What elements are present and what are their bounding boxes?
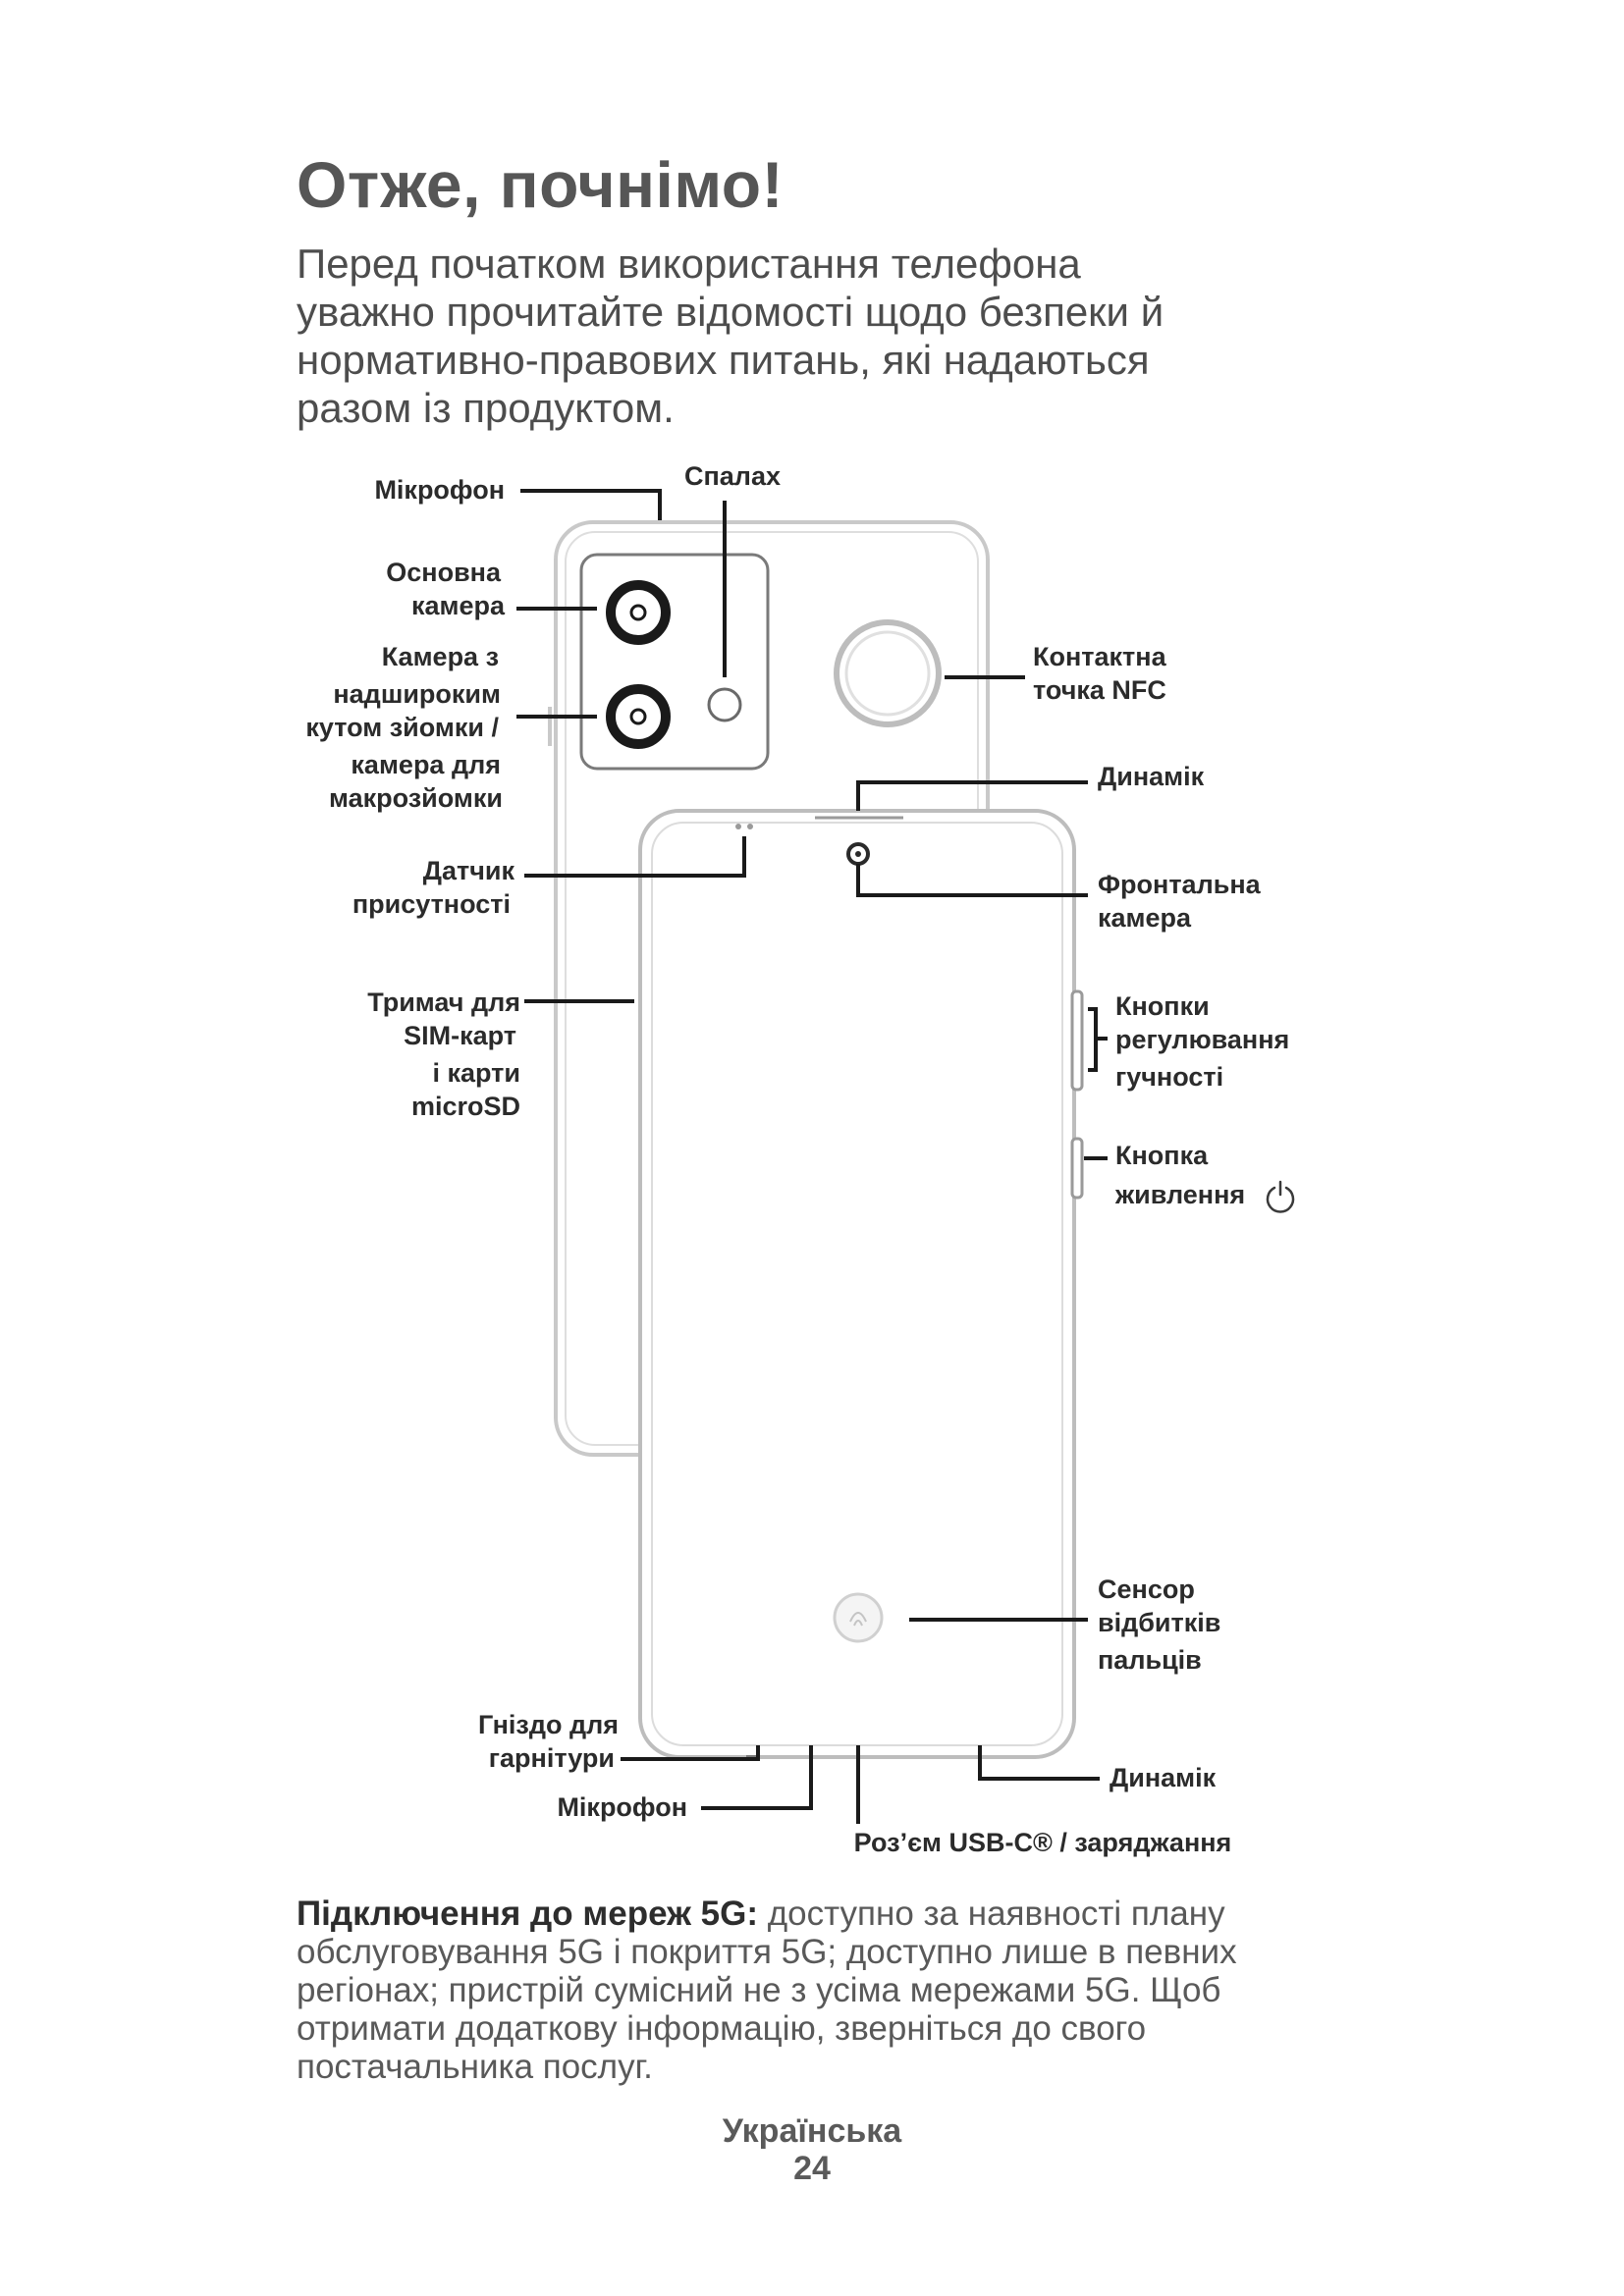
label-ultrawide-camera: кутом зйомки / xyxy=(305,713,499,742)
label-nfc: точка NFC xyxy=(1033,675,1166,705)
label-sim-tray: і карти xyxy=(433,1058,521,1088)
intro-line: Перед початком використання телефона xyxy=(297,240,1081,287)
intro-line: нормативно-правових питань, які надаютьс… xyxy=(297,337,1150,383)
label-nfc: Контактна xyxy=(1033,642,1167,671)
label-usb-port: Роз’єм USB-C® / заряджання xyxy=(854,1828,1232,1857)
label-main-camera: Основна xyxy=(386,558,502,587)
label-proximity-sensor: присутності xyxy=(352,889,511,919)
label-front-camera: камера xyxy=(1098,903,1192,933)
label-ultrawide-camera: макрозйомки xyxy=(329,783,503,813)
5g-note-text: доступно за наявності плану обслуговуван… xyxy=(297,1895,1237,2086)
power-key xyxy=(1070,1137,1084,1200)
intro-line: разом із продуктом. xyxy=(297,385,675,431)
label-sim-tray: Тримач для xyxy=(367,988,520,1017)
label-volume-buttons: регулювання xyxy=(1115,1025,1289,1054)
label-volume-buttons: Кнопки xyxy=(1115,991,1210,1021)
camera-module xyxy=(579,553,770,771)
label-fingerprint-sensor: відбитків xyxy=(1098,1608,1220,1637)
label-headset-jack: Гніздо для xyxy=(478,1710,619,1739)
label-microphone-bottom: Мікрофон xyxy=(557,1792,687,1822)
page-number: 24 xyxy=(793,2150,831,2187)
label-fingerprint-sensor: Сенсор xyxy=(1098,1575,1195,1604)
flash-led xyxy=(707,687,742,722)
power-icon xyxy=(1266,1180,1295,1213)
label-main-camera: камера xyxy=(411,591,506,620)
intro-line: уважно прочитайте відомості щодо безпеки… xyxy=(297,289,1164,335)
nfc-ring xyxy=(834,619,942,727)
volume-rocker xyxy=(1070,989,1084,1092)
label-headset-jack: гарнітури xyxy=(489,1743,615,1773)
label-power-button: Кнопка xyxy=(1115,1141,1209,1170)
phone-front xyxy=(638,809,1084,1759)
label-front-camera: Фронтальна xyxy=(1098,870,1262,899)
page-title: Отже, почнімо! xyxy=(297,148,785,221)
footer-language: Українська xyxy=(722,2112,902,2150)
label-proximity-sensor: Датчик xyxy=(423,856,515,885)
label-earpiece-speaker: Динамік xyxy=(1098,762,1205,791)
callout-labels: Мікрофон Спалах Основна камера Камера з … xyxy=(305,461,1289,1857)
label-sim-tray: SIM-карт xyxy=(404,1021,516,1050)
label-ultrawide-camera: Камера з xyxy=(382,642,499,671)
label-sim-tray: microSD xyxy=(411,1092,520,1121)
label-ultrawide-camera: камера для xyxy=(351,750,501,779)
5g-note-title: Підключення до мереж 5G: xyxy=(297,1895,758,1933)
label-power-button: живлення xyxy=(1114,1180,1245,1209)
label-ultrawide-camera: надшироким xyxy=(333,679,501,709)
leader-lines xyxy=(516,489,1108,1824)
label-volume-buttons: гучності xyxy=(1115,1062,1223,1092)
label-fingerprint-sensor: пальців xyxy=(1098,1645,1202,1675)
5g-note: Підключення до мереж 5G: доступно за ная… xyxy=(297,1895,1278,2086)
label-microphone-top: Мікрофон xyxy=(374,475,505,505)
label-bottom-speaker: Динамік xyxy=(1110,1763,1217,1792)
intro-paragraph: Перед початком використання телефона ува… xyxy=(297,240,1278,432)
label-flash: Спалах xyxy=(684,461,781,491)
fingerprint-circle xyxy=(833,1592,884,1643)
